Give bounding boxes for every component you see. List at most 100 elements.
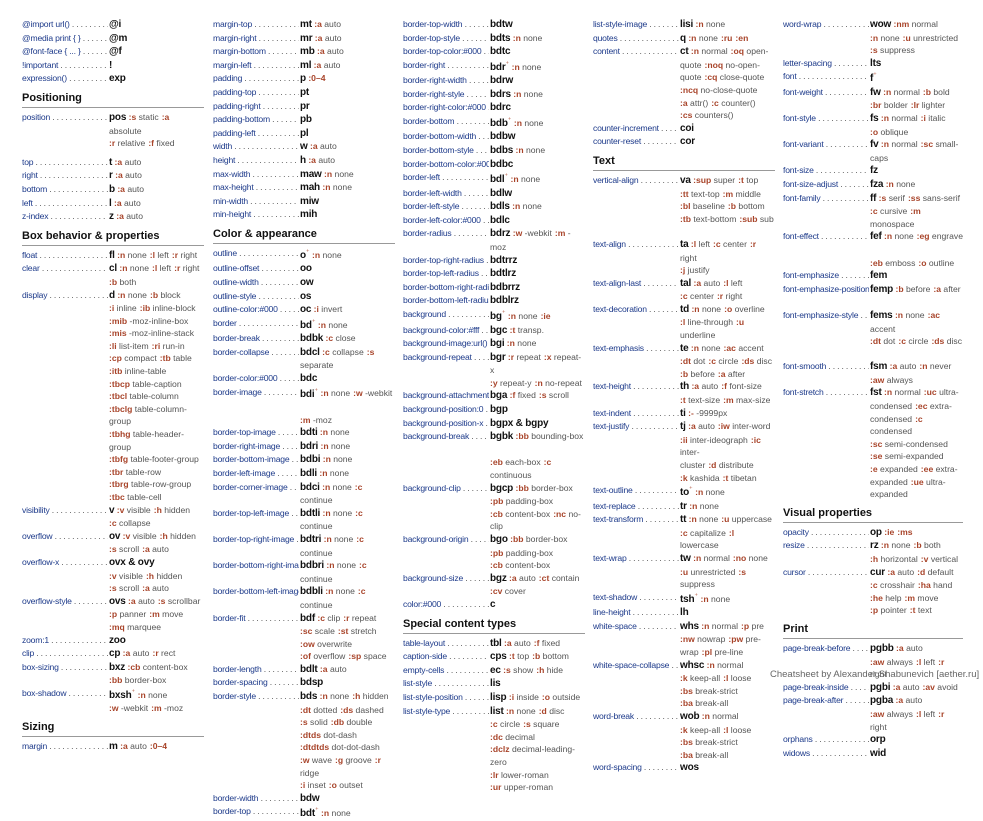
value-list: :n none	[701, 594, 734, 604]
value-list: :n none	[320, 427, 353, 437]
value-abbr: :sc	[920, 139, 934, 150]
value-abbr: :x	[543, 351, 552, 362]
property-row: text-align-lasttal :a auto:l left	[593, 277, 775, 291]
abbreviation: fl	[109, 249, 115, 261]
value-text: table-cell	[124, 492, 162, 502]
value-text: static	[136, 111, 159, 122]
value-abbr: :h	[870, 554, 879, 565]
value-abbr: :bl	[680, 201, 691, 212]
property-row: min-widthmiw	[213, 195, 395, 209]
value-text: none	[125, 289, 147, 300]
value-cell: orp	[869, 733, 963, 747]
abbreviation: h	[300, 154, 306, 166]
value-list: :j justify	[680, 265, 713, 275]
value-cell: bdti :n none	[299, 426, 395, 440]
abbreviation: lisi	[680, 19, 694, 30]
value-abbr: :n	[691, 303, 700, 314]
value-text: scroll	[546, 390, 569, 401]
value-list: :mib -moz-inline-box	[109, 316, 191, 326]
property-row: widthw :a auto	[213, 140, 395, 154]
value-abbr: :n	[701, 620, 710, 631]
value-abbr: :n	[515, 145, 524, 156]
value-text: scrollbar	[165, 595, 201, 606]
value-text: justify	[685, 265, 710, 276]
continuation-row: :c crosshair:ha hand	[783, 579, 963, 592]
value-abbr: :s	[503, 664, 511, 675]
value-list: :pb padding-box	[490, 496, 556, 506]
value-text: none	[696, 514, 719, 525]
value-abbr: :m	[149, 609, 160, 620]
value-list: :b before:a after	[680, 369, 748, 379]
value-abbr: :b	[532, 651, 541, 662]
value-text: kashida	[687, 472, 720, 483]
property-row: white-spacewhs :n normal:p pre	[593, 620, 775, 634]
value-list: :w -webkit:m -moz	[490, 228, 571, 252]
value-cell: pl	[299, 127, 395, 141]
property-row: border-breakbdbk :c close	[213, 332, 395, 346]
property-row: font-weightfw :n normal:b bold	[783, 86, 963, 100]
value-list: :itb inline-table	[109, 366, 169, 376]
abbreviation: ow	[300, 276, 314, 288]
value-abbr: :nc	[553, 508, 567, 519]
continuation-row: :tbcp table-caption	[22, 378, 204, 391]
value-abbr: :h	[153, 504, 162, 515]
value-cell: bdc	[299, 372, 395, 386]
value-cell: mah :n none	[299, 181, 395, 195]
value-abbr: :b	[680, 368, 689, 379]
value-list: :he help:m move	[870, 593, 941, 603]
value-abbr: :0–4	[149, 740, 168, 751]
property-name: border-bottom-left-image	[213, 585, 299, 598]
value-cell: rz :n none:b both	[869, 539, 963, 553]
value-text: border-box	[122, 675, 167, 686]
value-cell: :cb content-box	[489, 559, 585, 572]
property-row: margin-rightmr :a auto	[213, 32, 395, 46]
abbreviation: bdf	[300, 612, 315, 624]
continuation-row: quote:noq no-open-	[593, 59, 775, 72]
property-name: background-origin	[403, 533, 489, 546]
property-row: font-variantfv :n normal:sc small-caps	[783, 138, 963, 164]
value-text: none	[328, 427, 350, 438]
value-cell: bdtli :n none:c continue	[299, 507, 395, 533]
value-cell: :e expanded:ee extra-	[869, 463, 963, 476]
value-list: :n none	[323, 454, 356, 464]
continuation-row: :dt dot:c circle:ds disc	[593, 355, 775, 368]
property-name: background-position:0	[403, 403, 489, 416]
value-list: quote:noq no-open-	[680, 60, 763, 70]
value-list: :v visible:h hidden	[123, 531, 199, 541]
value-text: auto	[699, 381, 719, 392]
abbreviation: cur	[870, 566, 885, 578]
value-list: :cb content-box:nc no-clip	[490, 509, 581, 532]
value-abbr: :n	[700, 593, 709, 604]
value-list: :t top:b bottom	[509, 651, 572, 661]
value-abbr: :n	[690, 342, 700, 353]
abbreviation: pl	[300, 127, 309, 139]
value-list: :a auto	[310, 141, 340, 151]
value-abbr: :v	[109, 570, 117, 581]
value-text: normal	[891, 86, 920, 97]
property-name: padding	[213, 72, 299, 85]
value-abbr: :n	[512, 201, 521, 212]
continuation-row: :li list-item:ri run-in	[22, 340, 204, 353]
value-abbr: :r	[716, 291, 724, 302]
property-name: font-family	[783, 192, 869, 205]
value-abbr: :n	[513, 117, 522, 128]
value-cell: :dtdtds dot-dot-dash	[299, 741, 395, 754]
value-list: :a auto:l left	[693, 278, 745, 288]
abbreviation: bdts	[490, 32, 511, 44]
abbreviation: bdrz	[490, 228, 511, 240]
value-cell: quote:noq no-open-	[679, 59, 775, 72]
property-name: outline-color:#000	[213, 303, 299, 316]
abbreviation: w	[300, 141, 308, 153]
value-cell: fza :n none	[869, 178, 963, 192]
property-row: text-shadowtsh⁺ :n none	[593, 591, 775, 606]
value-text: -webkit	[362, 388, 393, 399]
value-abbr: :uc	[923, 387, 937, 398]
value-cell: :m -moz	[299, 414, 395, 427]
value-abbr: :b	[922, 86, 932, 97]
value-cell: :bs break-strict	[679, 685, 775, 698]
value-abbr: :sup	[693, 174, 712, 185]
property-row: border-radiusbdrz :w -webkit:m -moz	[403, 227, 585, 253]
value-list: :eb emboss:o outline	[870, 258, 957, 268]
value-text: content-box	[502, 560, 551, 571]
property-name: vertical-align	[593, 174, 679, 187]
